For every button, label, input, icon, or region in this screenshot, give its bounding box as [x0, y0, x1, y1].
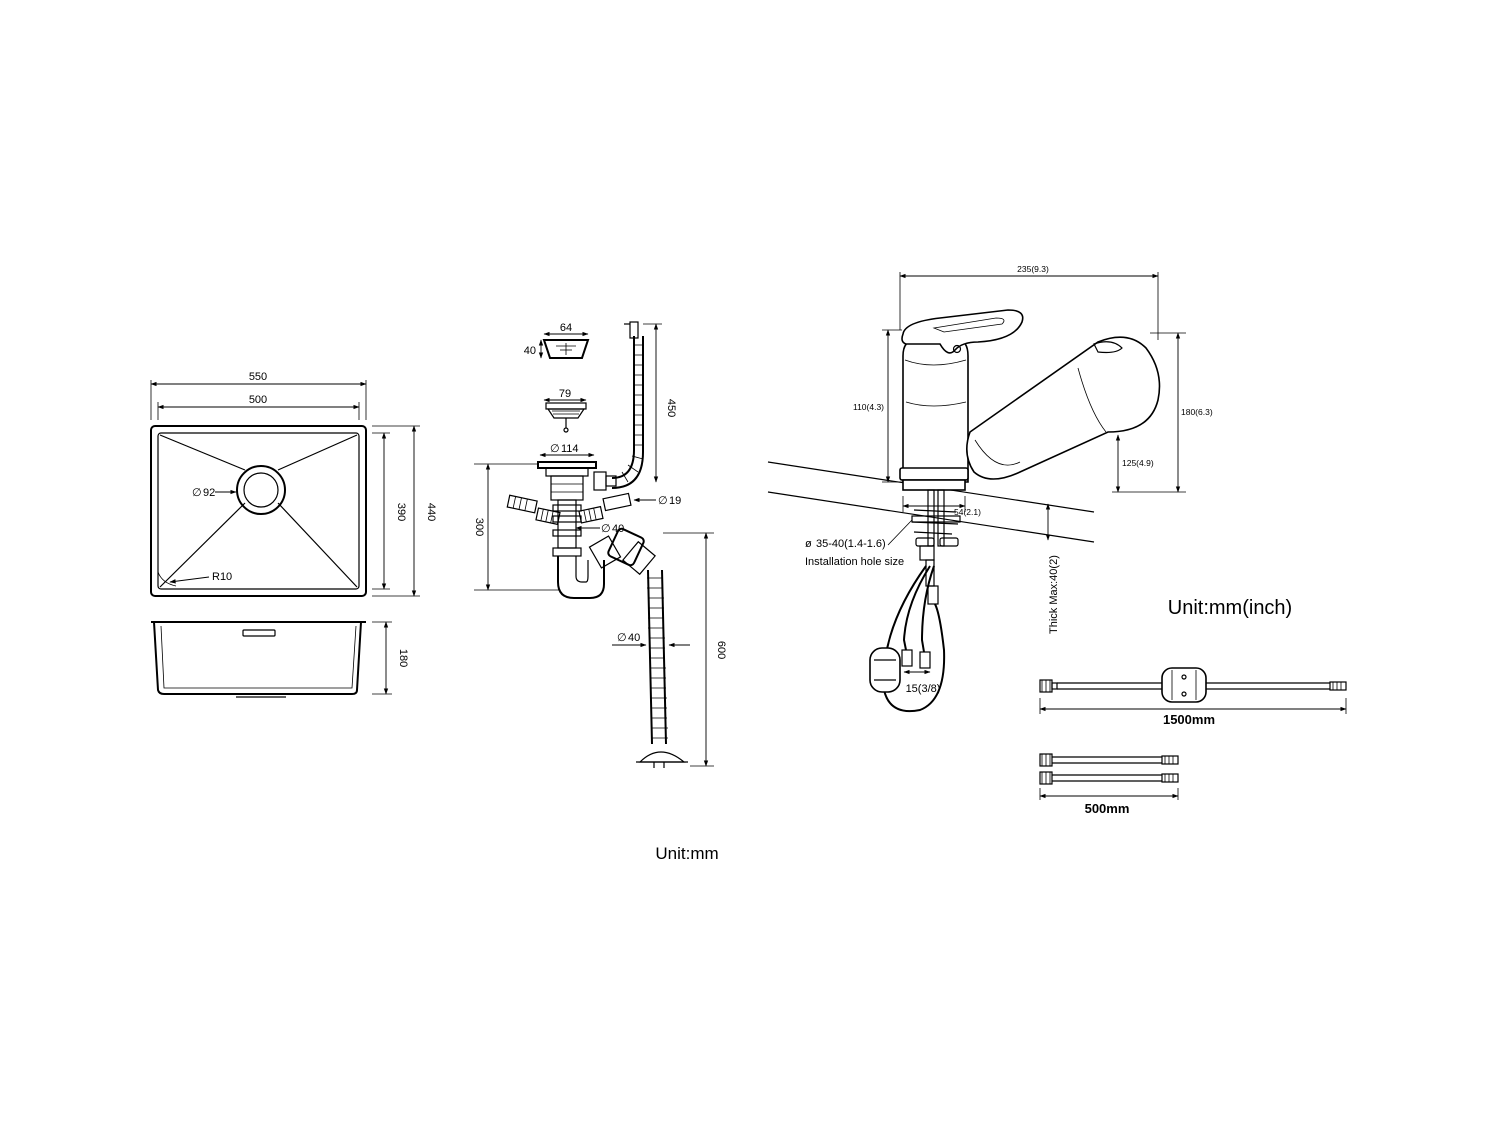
drain-hole: [236, 465, 286, 515]
faucet-reach-label: 235(9.3): [1017, 264, 1049, 274]
diameter-symbol-icon: ∅: [192, 487, 202, 499]
long-hose-length-label: 1500mm: [1163, 712, 1215, 727]
sink-inner-depth-label: 390: [395, 503, 407, 521]
short-hose-length-label: 500mm: [1085, 801, 1130, 816]
overflow-slot: [242, 629, 276, 637]
long-hose: 1500mm: [1039, 667, 1347, 727]
pullout-weight: [869, 647, 901, 693]
drain-assembly: ∅ 114 ∅ 19: [506, 443, 681, 599]
drain-strainer: 79: [543, 388, 587, 433]
sink-outer-depth-label: 440: [425, 503, 437, 521]
diameter-symbol-icon: ∅: [550, 443, 560, 455]
drain-hose-length-label: 600: [715, 641, 727, 659]
faucet-spout-height-label: 180(6.3): [1181, 407, 1213, 417]
diameter-symbol-icon: ∅: [658, 495, 668, 507]
basket-width-label: 64: [560, 322, 572, 334]
drain-unit-label: Unit:mm: [655, 844, 718, 863]
faucet-spout-clearance-label: 125(4.9): [1122, 458, 1154, 468]
drain-basket: 64 40: [524, 322, 590, 359]
sink-top-view: [150, 425, 367, 597]
faucet-body: [869, 309, 1161, 712]
sink-top-dimensions: 550 500 390 440 ∅ 92 R10: [150, 371, 437, 597]
faucet-unit-label: Unit:mm(inch): [1168, 597, 1292, 619]
sink-inner-width-label: 500: [249, 394, 267, 406]
countertop-thickness-label: Thick Max:40(2): [1048, 555, 1060, 634]
lever-indicator-icon: [952, 344, 962, 354]
basket-height-label: 40: [524, 345, 536, 357]
faucet-base-label: 54(2.1): [954, 507, 981, 517]
sink-corner-radius-label: R10: [212, 571, 232, 583]
sink-height-label: 180: [397, 649, 409, 667]
trap-diameter-label: 40: [612, 523, 624, 535]
overflow-hose-length-label: 450: [665, 399, 677, 417]
hose-coupling: [1161, 667, 1207, 703]
trap-height-label: 300: [473, 518, 485, 536]
drain-hose: ∅ 40 600 300: [473, 463, 727, 768]
diameter-symbol-icon: ø: [805, 538, 812, 550]
sink-outer-width-label: 550: [249, 371, 267, 383]
overflow-hose: 450: [611, 321, 677, 489]
diameter-symbol-icon: ∅: [601, 523, 611, 535]
connector-size-label: 15(3/8): [906, 683, 941, 695]
drain-hose-diameter-label: 40: [628, 632, 640, 644]
overflow-diameter-label: 19: [669, 495, 681, 507]
sink-drain-diameter-label: 92: [203, 487, 215, 499]
flange-diameter-label: 114: [561, 443, 579, 455]
diameter-symbol-icon: ∅: [617, 632, 627, 644]
strainer-diameter-label: 79: [559, 388, 571, 400]
faucet-dimensions: 235(9.3) 110(4.3) 180(6.3) 125(4.9) 54(2…: [805, 264, 1213, 695]
installation-hole-size-value: 35-40(1.4-1.6): [816, 538, 886, 550]
sink-side-view: 180: [151, 621, 409, 698]
short-hoses: 500mm: [1039, 753, 1179, 816]
faucet-height-label: 110(4.3): [853, 402, 884, 412]
installation-hole-label: Installation hole size: [805, 556, 904, 568]
